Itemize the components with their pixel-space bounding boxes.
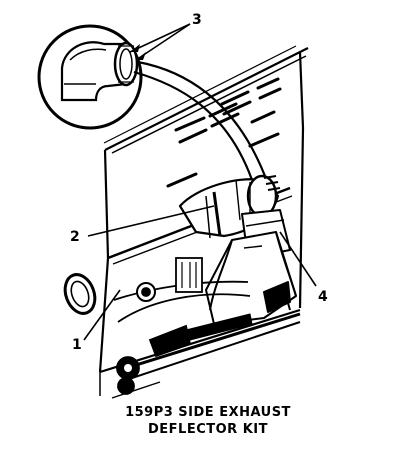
- callout-label-2: 2: [70, 229, 80, 245]
- leader-arrowheads: [130, 44, 146, 60]
- callout-label-4: 4: [318, 289, 328, 305]
- internal-components: [99, 257, 301, 399]
- side-vent-ring: [63, 273, 97, 315]
- caption-line-1: 159P3 SIDE EXHAUST: [125, 405, 291, 420]
- leader-lines: [83, 23, 317, 341]
- blower-housing: [205, 231, 297, 325]
- callout-label-3: 3: [192, 12, 202, 28]
- callout-label-1: 1: [72, 337, 82, 353]
- panel-vent-slots: [166, 77, 282, 188]
- inset-connector: [133, 60, 270, 185]
- caption-line-2: DEFLECTOR KIT: [148, 422, 268, 437]
- detail-inset-circle: [37, 24, 143, 130]
